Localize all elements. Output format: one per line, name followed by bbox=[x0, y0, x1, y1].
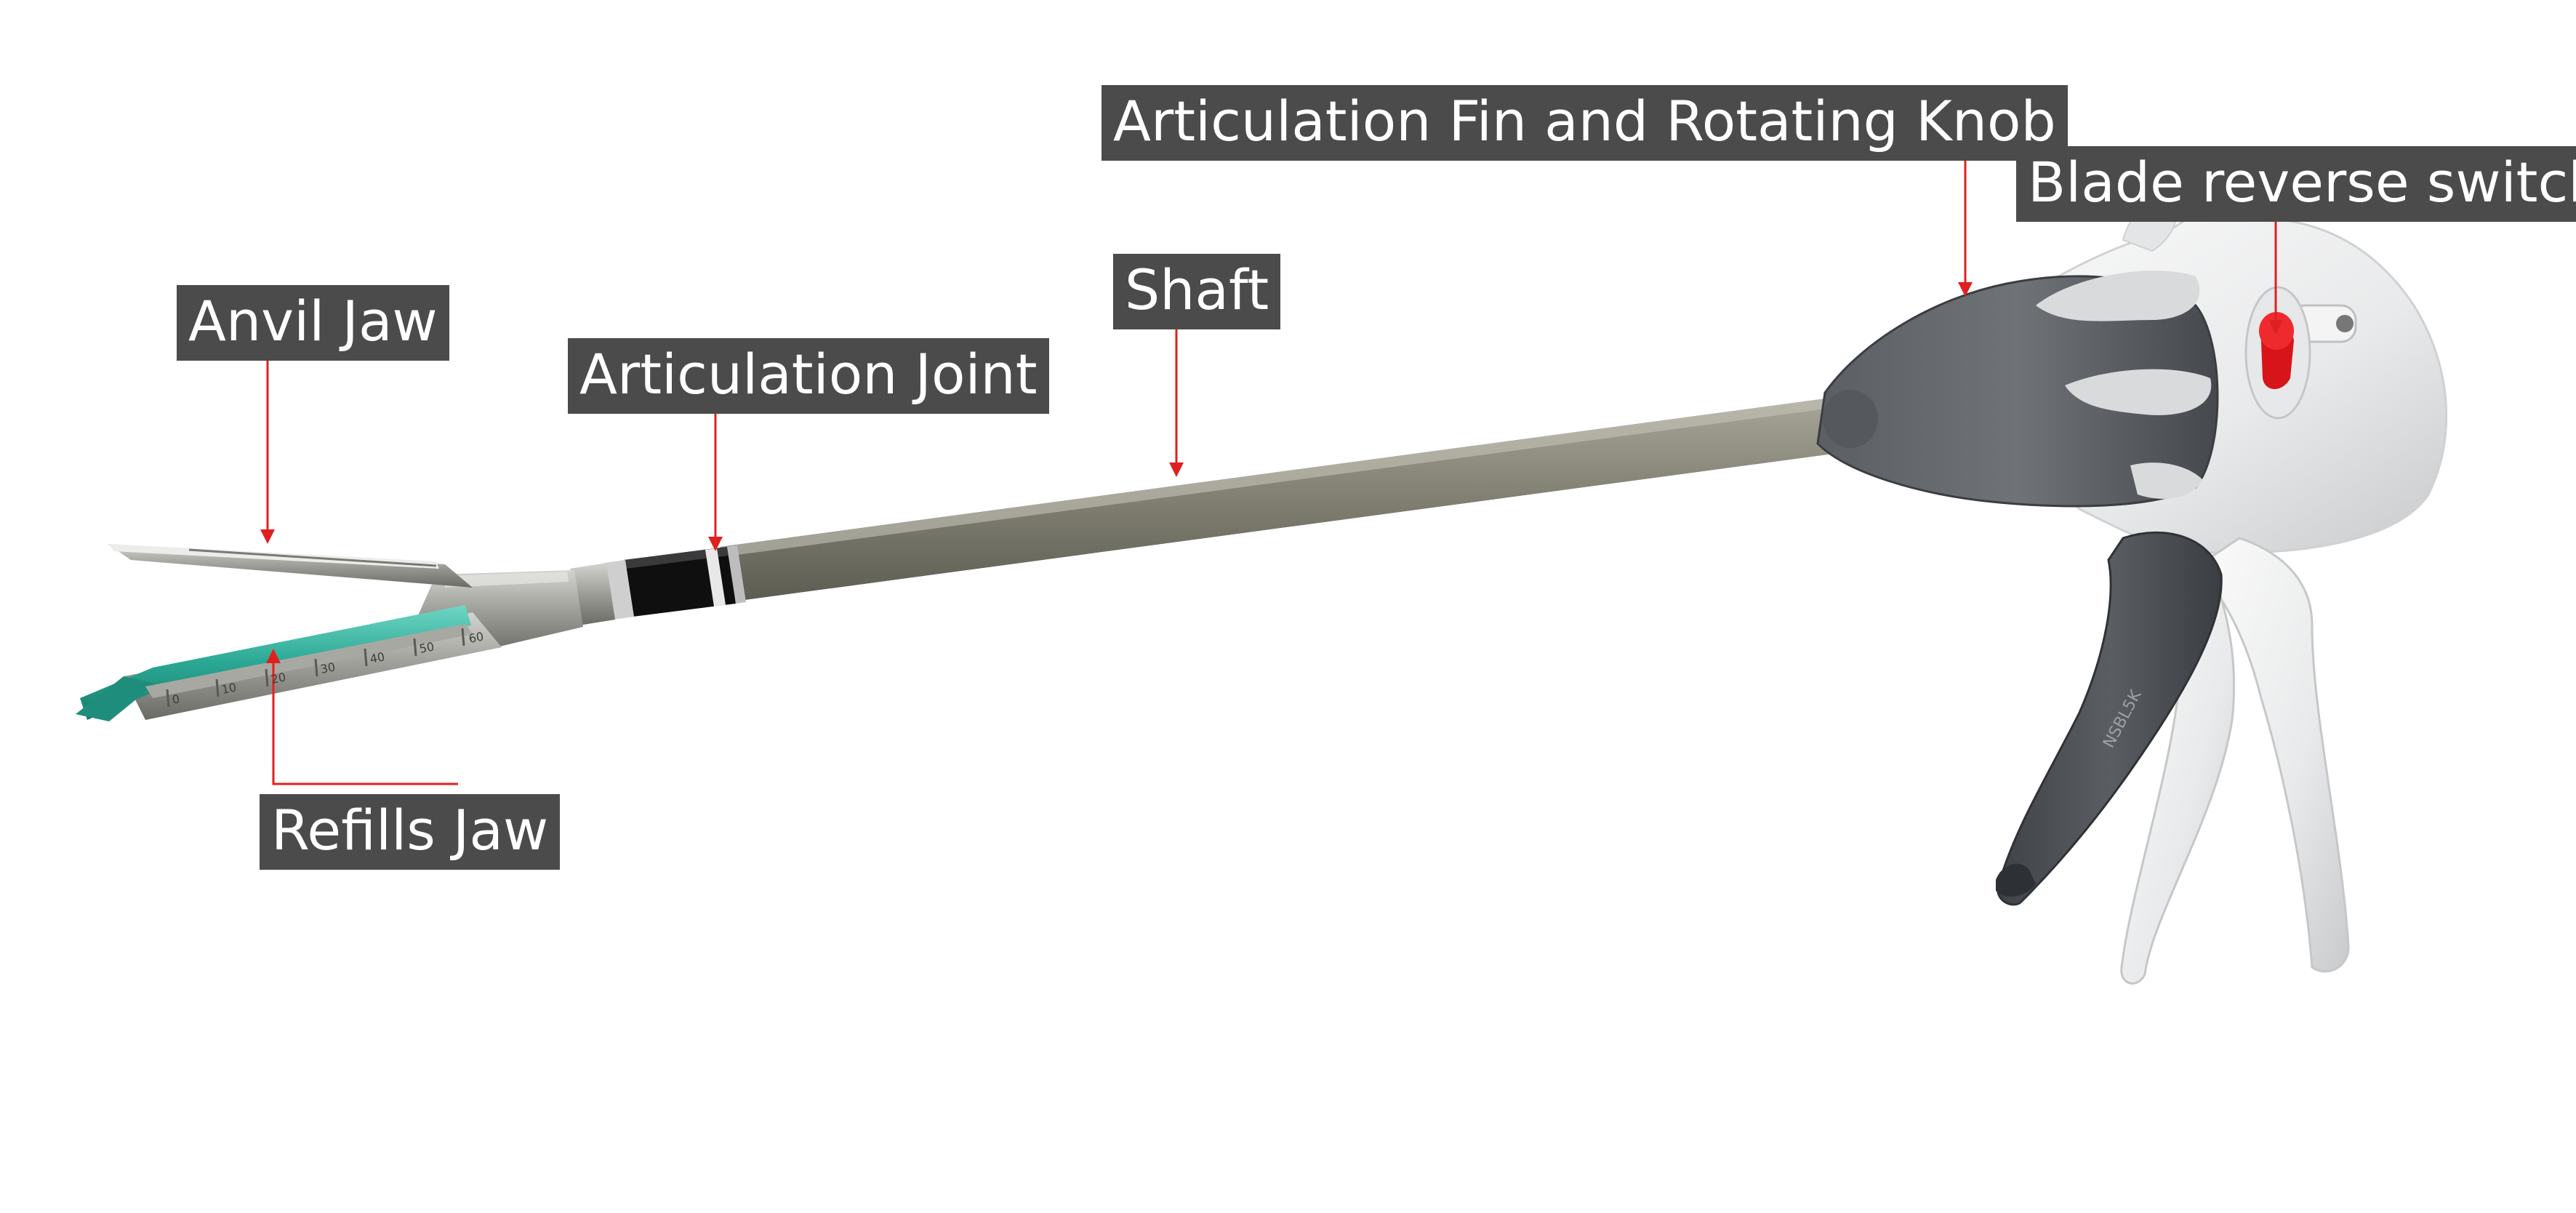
label-blade-reverse-switch: Blade reverse switch bbox=[2016, 146, 2576, 222]
articulation-joint bbox=[570, 545, 746, 625]
anvil-jaw-part bbox=[108, 544, 473, 588]
label-articulation-fin-rotating-knob: Articulation Fin and Rotating Knob bbox=[1102, 85, 2068, 161]
rotating-knob bbox=[1816, 271, 2219, 508]
label-refills-jaw: Refills Jaw bbox=[260, 794, 561, 870]
label-articulation-joint: Articulation Joint bbox=[568, 338, 1049, 414]
scale-mark: 10 bbox=[220, 680, 238, 697]
closing-lever bbox=[1996, 531, 2223, 906]
shaft bbox=[720, 391, 1887, 602]
scale-mark: 0 bbox=[171, 692, 181, 707]
refills-jaw-part bbox=[76, 605, 502, 721]
label-anvil-jaw: Anvil Jaw bbox=[177, 285, 449, 361]
cartridge-scale-marks: 0 10 20 30 40 50 60 bbox=[171, 629, 485, 707]
label-shaft: Shaft bbox=[1113, 254, 1281, 329]
blade-reverse-switch-part bbox=[2244, 286, 2311, 420]
scale-mark: 50 bbox=[418, 639, 436, 656]
scale-mark: 60 bbox=[468, 629, 485, 646]
leader-arrowheads bbox=[260, 282, 2283, 663]
scale-mark: 40 bbox=[369, 649, 386, 666]
scale-mark: 20 bbox=[270, 670, 287, 686]
scale-mark: 30 bbox=[319, 660, 337, 676]
